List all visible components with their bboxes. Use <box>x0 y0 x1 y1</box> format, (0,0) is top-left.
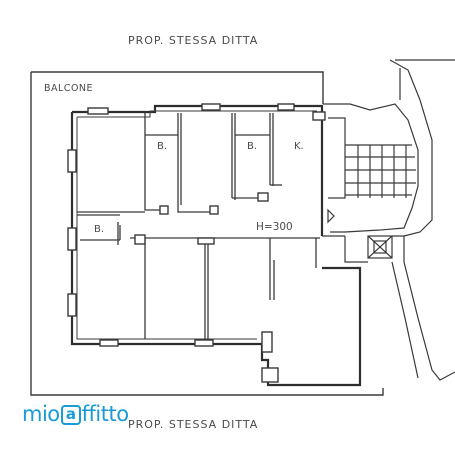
bath-label-1: B. <box>157 141 167 152</box>
balcony-label: BALCONE <box>44 83 93 94</box>
logo-text-right: ffitto <box>81 402 129 426</box>
staircase <box>323 59 455 381</box>
logo-text-left: mio <box>22 402 60 426</box>
bath-label-2: B. <box>247 141 257 152</box>
bath-label-3: B. <box>94 224 104 235</box>
top-owner-label: PROP. STESSA DITTA <box>128 34 258 47</box>
interior-partitions <box>77 113 345 339</box>
logo-a-mark: a <box>60 404 81 425</box>
balcony-outline <box>30 71 384 396</box>
apartment-walls <box>67 103 362 387</box>
bottom-owner-label: PROP. STESSA DITTA <box>128 418 258 431</box>
kitchen-label: K. <box>294 141 304 152</box>
ceiling-height-label: H=300 <box>256 221 293 233</box>
